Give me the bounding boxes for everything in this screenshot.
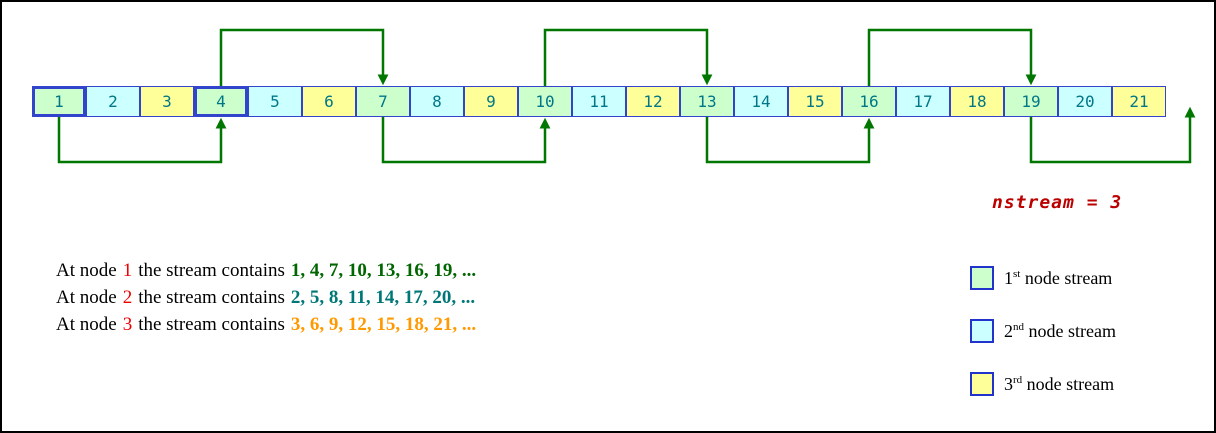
cell-12: 12 xyxy=(626,86,680,117)
cell-9: 9 xyxy=(464,86,518,117)
node-number: 3 xyxy=(122,314,133,335)
sentence-middle: the stream contains xyxy=(138,260,285,281)
cell-14: 14 xyxy=(734,86,788,117)
cell-1: 1 xyxy=(32,86,86,117)
cell-16: 16 xyxy=(842,86,896,117)
legend-entry-2: 2nd node stream xyxy=(970,319,1116,343)
cell-17: 17 xyxy=(896,86,950,117)
node-number: 1 xyxy=(122,260,133,281)
legend: 1st node stream 2nd node stream 3rd node… xyxy=(970,266,1116,396)
cell-19: 19 xyxy=(1004,86,1058,117)
legend-swatch-stream3 xyxy=(970,372,994,396)
stream-values: 3, 6, 9, 12, 15, 18, 21, ... xyxy=(290,314,477,335)
sentence-prefix: At node xyxy=(56,287,117,308)
stream-values: 2, 5, 8, 11, 14, 17, 20, ... xyxy=(290,287,476,308)
legend-swatch-stream1 xyxy=(970,266,994,290)
stream-values: 1, 4, 7, 10, 13, 16, 19, ... xyxy=(290,260,477,281)
cell-21: 21 xyxy=(1112,86,1166,117)
sentence-middle: the stream contains xyxy=(138,287,285,308)
cell-4: 4 xyxy=(194,86,248,117)
cell-20: 20 xyxy=(1058,86,1112,117)
cell-18: 18 xyxy=(950,86,1004,117)
cell-8: 8 xyxy=(410,86,464,117)
legend-label-3: 3rd node stream xyxy=(1004,373,1115,394)
cell-13: 13 xyxy=(680,86,734,117)
nstream-label: nstream = 3 xyxy=(992,192,1123,213)
legend-entry-1: 1st node stream xyxy=(970,266,1116,290)
cell-10: 10 xyxy=(518,86,572,117)
sentence-prefix: At node xyxy=(56,314,117,335)
stream-sentence-2: At node 2 the stream contains 2, 5, 8, 1… xyxy=(56,284,476,311)
cell-11: 11 xyxy=(572,86,626,117)
cell-3: 3 xyxy=(140,86,194,117)
stream-sentence-1: At node 1 the stream contains 1, 4, 7, 1… xyxy=(56,257,476,284)
node-number: 2 xyxy=(122,287,133,308)
cell-15: 15 xyxy=(788,86,842,117)
cell-6: 6 xyxy=(302,86,356,117)
legend-label-1: 1st node stream xyxy=(1004,267,1113,288)
cell-7: 7 xyxy=(356,86,410,117)
stream-descriptions: At node 1 the stream contains 1, 4, 7, 1… xyxy=(56,257,476,338)
cell-2: 2 xyxy=(86,86,140,117)
legend-swatch-stream2 xyxy=(970,319,994,343)
sentence-middle: the stream contains xyxy=(138,314,285,335)
cell-5: 5 xyxy=(248,86,302,117)
stream-sentence-3: At node 3 the stream contains 3, 6, 9, 1… xyxy=(56,311,476,338)
legend-label-2: 2nd node stream xyxy=(1004,320,1116,341)
legend-entry-3: 3rd node stream xyxy=(970,372,1116,396)
sentence-prefix: At node xyxy=(56,260,117,281)
